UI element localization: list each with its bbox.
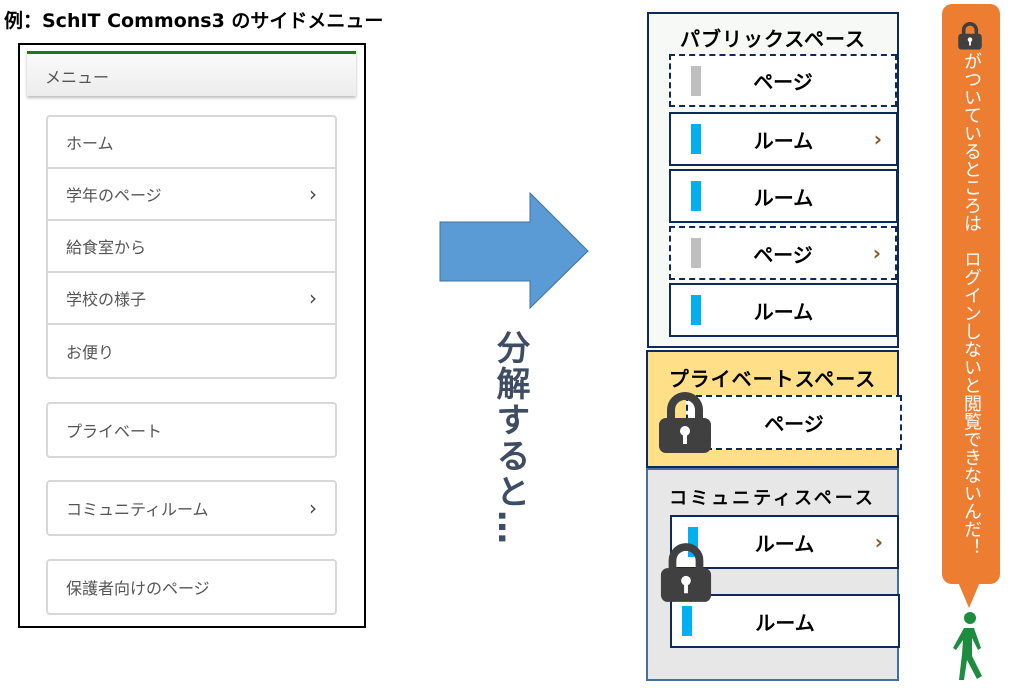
- menu-item-private[interactable]: プライベート: [48, 404, 335, 456]
- community-room-item: ルーム: [670, 594, 900, 648]
- chevron-right-icon: ›: [874, 530, 883, 554]
- chevron-right-icon: ›: [309, 286, 317, 310]
- room-marker: [691, 295, 701, 325]
- menu-item-lunch[interactable]: 給食室から: [48, 221, 335, 273]
- item-label: ルーム: [753, 128, 814, 153]
- public-space-title: パブリックスペース: [680, 27, 866, 51]
- menu-header: メニュー: [27, 51, 356, 96]
- menu-item-home[interactable]: ホーム: [48, 117, 335, 169]
- example-title: 例：SchIT Commons3 のサイドメニュー: [4, 10, 384, 32]
- menu-item-letters[interactable]: お便り: [48, 325, 335, 377]
- menu-item-label: プライベート: [66, 422, 163, 441]
- decompose-label: 分解すると…: [490, 330, 530, 546]
- public-room-item: ルーム: [669, 169, 898, 223]
- chevron-right-icon: ›: [872, 241, 881, 265]
- item-label: ルーム: [753, 299, 814, 324]
- menu-group-guardian: 保護者向けのページ: [46, 559, 337, 615]
- menu-item-community[interactable]: コミュニティルーム ›: [48, 482, 335, 534]
- menu-item-label: コミュニティルーム: [66, 500, 209, 519]
- menu-item-label: 学年のページ: [66, 186, 162, 205]
- item-label: ルーム: [755, 610, 815, 635]
- private-page-item: ページ: [686, 395, 902, 450]
- side-menu-frame: [18, 43, 366, 628]
- menu-item-label: ホーム: [66, 134, 114, 153]
- public-room-item: ルーム ›: [669, 112, 898, 166]
- lock-icon: [958, 22, 982, 50]
- item-label: ルーム: [754, 531, 815, 556]
- menu-group-main: ホーム 学年のページ › 給食室から 学校の様子 › お便り: [46, 115, 337, 379]
- lock-icon: [660, 543, 712, 602]
- public-page-item: ページ ›: [669, 226, 897, 280]
- chevron-right-icon: ›: [309, 496, 317, 520]
- room-marker: [691, 124, 701, 154]
- public-room-item: ルーム: [669, 283, 898, 337]
- speech-bubble-tail: [958, 582, 980, 608]
- menu-item-guardian[interactable]: 保護者向けのページ: [48, 561, 335, 613]
- chevron-right-icon: ›: [309, 182, 317, 206]
- bubble-message: がついているところは ログインしないと閲覧できないんだ！: [961, 52, 982, 556]
- chevron-right-icon: ›: [873, 127, 882, 151]
- community-room-item: ルーム ›: [670, 515, 899, 569]
- room-marker: [688, 527, 698, 557]
- item-label: ルーム: [753, 185, 814, 210]
- speech-bubble: [942, 4, 1000, 584]
- menu-group-community: コミュニティルーム ›: [46, 480, 337, 536]
- room-marker: [682, 606, 692, 636]
- menu-item-label: 学校の様子: [66, 290, 147, 309]
- menu-item-label: 給食室から: [66, 238, 147, 257]
- walking-person-icon: [953, 612, 982, 680]
- item-label: ページ: [753, 242, 813, 267]
- menu-item-school-life[interactable]: 学校の様子 ›: [48, 273, 335, 325]
- page-marker: [691, 238, 701, 268]
- menu-item-label: お便り: [66, 343, 115, 362]
- menu-group-private: プライベート: [46, 402, 337, 458]
- right-arrow-icon: [439, 191, 589, 310]
- menu-item-grade-pages[interactable]: 学年のページ ›: [48, 169, 335, 221]
- public-page-item: ページ: [669, 54, 897, 107]
- lock-icon: [659, 392, 711, 453]
- item-label: ページ: [764, 412, 824, 436]
- room-marker: [691, 181, 701, 211]
- menu-item-label: 保護者向けのページ: [66, 579, 210, 598]
- private-space-title: プライベートスペース: [668, 367, 877, 391]
- community-space-title: コミュニティスペース: [669, 488, 876, 509]
- page-marker: [691, 66, 701, 96]
- item-label: ページ: [753, 70, 813, 94]
